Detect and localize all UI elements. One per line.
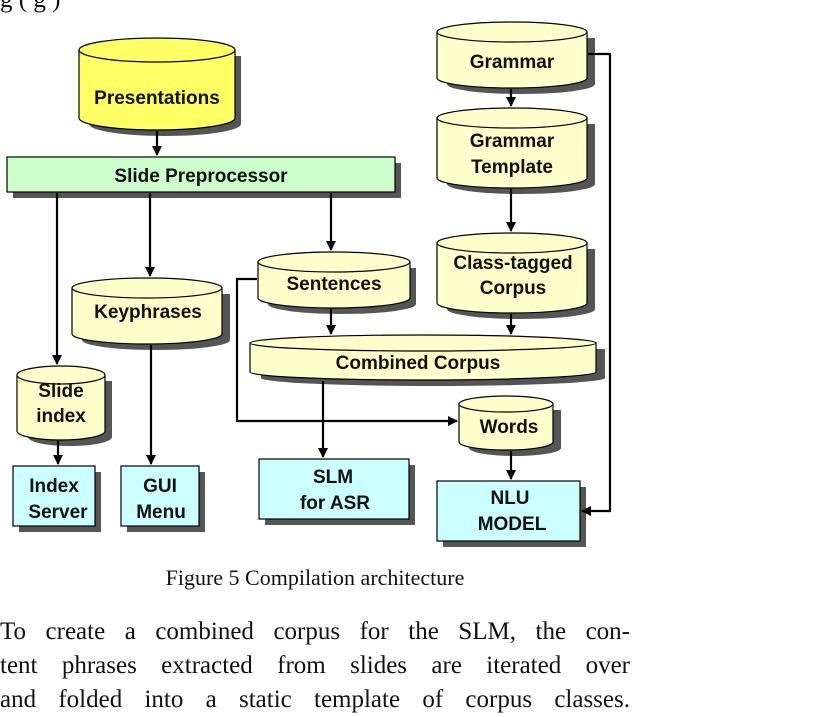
figure-caption: Figure 5 Compilation architecture (165, 565, 465, 590)
slm-label-line2: for ASR (300, 493, 370, 514)
grammar-cylinder: Grammar (436, 21, 595, 94)
class-tagged-label-line1: Class-tagged (453, 253, 572, 274)
gui-menu-label-line1: GUI (143, 476, 177, 497)
class-tagged-label-line2: Corpus (480, 278, 547, 299)
keyphrases-label: Keyphrases (94, 302, 202, 323)
compilation-architecture-diagram: Presentations Slide Preprocessor Keyphra… (6, 21, 612, 547)
combined-corpus-label: Combined Corpus (336, 353, 501, 374)
keyphrases-cylinder: Keyphrases (71, 277, 230, 350)
slide-index-cylinder: Slide index (16, 365, 112, 446)
header-text-fragment: g ( g ) (0, 0, 60, 14)
paragraph-line: To create a combined corpus for the SLM,… (0, 618, 630, 645)
grammar-template-label-line1: Grammar (470, 131, 555, 152)
sentences-label: Sentences (286, 274, 381, 295)
words-label: Words (480, 417, 539, 438)
class-tagged-corpus-cylinder: Class-tagged Corpus (436, 232, 595, 319)
index-server-label-line2: Server (28, 502, 88, 523)
grammar-label: Grammar (470, 52, 555, 73)
combined-corpus-cylinder: Combined Corpus (249, 334, 605, 386)
gui-menu-box: GUI Menu (120, 465, 205, 532)
slm-for-asr-box: SLM for ASR (258, 458, 415, 525)
grammar-template-cylinder: Grammar Template (436, 107, 595, 194)
gui-menu-label-line2: Menu (136, 502, 186, 523)
connectors (52, 52, 612, 516)
body-paragraph: To create a combined corpus for the SLM,… (0, 615, 630, 717)
paragraph-line: and folded into a static template of cor… (0, 686, 630, 713)
nlu-label-line1: NLU (490, 488, 529, 509)
slide-index-label-line2: index (36, 406, 86, 427)
arrow-sentences-to-words (235, 277, 458, 426)
slide-preprocessor-bar: Slide Preprocessor (6, 156, 401, 198)
paragraph-line: tent phrases extracted from slides are i… (0, 652, 630, 679)
arrow-grammar-to-nlu (581, 52, 612, 516)
presentations-label: Presentations (94, 88, 220, 109)
index-server-box: Index Server (12, 465, 101, 532)
slide-preprocessor-label: Slide Preprocessor (114, 166, 288, 187)
nlu-label-line2: MODEL (478, 514, 547, 535)
grammar-template-label-line2: Template (471, 157, 553, 178)
slide-index-label-line1: Slide (38, 381, 83, 402)
words-cylinder: Words (458, 395, 561, 456)
sentences-cylinder: Sentences (257, 251, 416, 314)
nlu-model-box: NLU MODEL (436, 480, 586, 547)
presentations-cylinder: Presentations (78, 37, 241, 136)
slm-label-line1: SLM (313, 467, 353, 488)
index-server-label-line1: Index (29, 476, 79, 497)
